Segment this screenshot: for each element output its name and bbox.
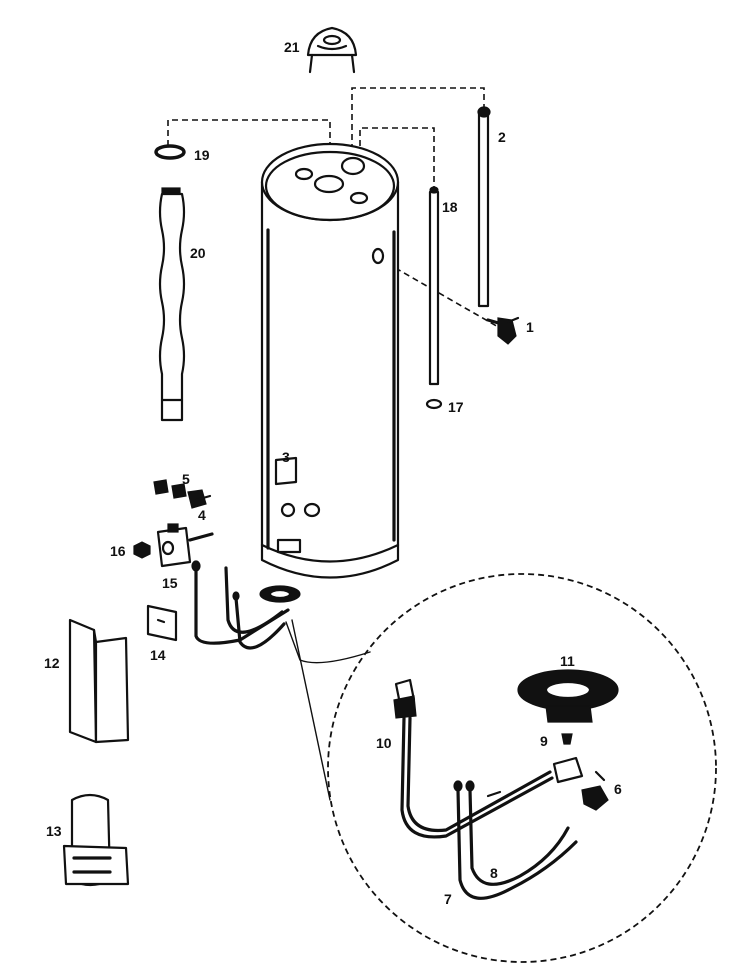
callout-1: 1 [526,319,534,335]
callout-13: 13 [46,823,62,839]
part-4-nipple [187,489,212,509]
burner-detail-circle [327,573,717,963]
callout-18: 18 [442,199,458,215]
callout-15: 15 [162,575,178,591]
part-5-fittings [153,479,187,499]
part-1-relief-valve [486,316,520,345]
part-6-pilot [581,770,609,811]
part-10-manifold-tube [393,678,584,839]
callout-14: 14 [150,647,166,663]
callout-7: 7 [444,891,452,907]
callout-10: 10 [376,735,392,751]
callout-2: 2 [498,129,506,145]
callout-5: 5 [182,471,190,487]
part-9-orifice [561,733,573,745]
part-19-gasket [154,144,186,160]
part-17-washer [425,398,443,410]
part-15-gas-control-valve [156,523,214,568]
part-18-dip-tube [428,186,440,386]
callout-9: 9 [540,733,548,749]
part-2-anode-rod [477,106,491,308]
part-12-outer-door [68,618,130,744]
callout-8: 8 [490,865,498,881]
part-16-nut [133,541,151,559]
burner-assembly-small [191,560,301,650]
callout-12: 12 [44,655,60,671]
callout-6: 6 [614,781,622,797]
part-3-label-plate [274,456,298,486]
callout-3: 3 [282,449,290,465]
detail-leader-lines [285,619,371,801]
callout-labels: 1 2 3 4 5 6 7 8 9 10 11 12 13 14 15 16 1… [44,39,622,907]
part-13-bracket [62,793,130,887]
callout-20: 20 [190,245,206,261]
part-7-thermocouple [453,780,578,900]
part-8-pilot-tube [465,780,570,886]
callout-4: 4 [198,507,206,523]
callout-17: 17 [448,399,464,415]
part-20-flex-connector [158,187,186,422]
part-14-inner-door [146,604,178,642]
callout-19: 19 [194,147,210,163]
callout-11: 11 [560,653,575,669]
callout-21: 21 [284,39,300,55]
tank-body [260,142,400,579]
part-11-burner [517,669,619,723]
callout-16: 16 [110,543,126,559]
part-21-top-cap [306,26,358,74]
